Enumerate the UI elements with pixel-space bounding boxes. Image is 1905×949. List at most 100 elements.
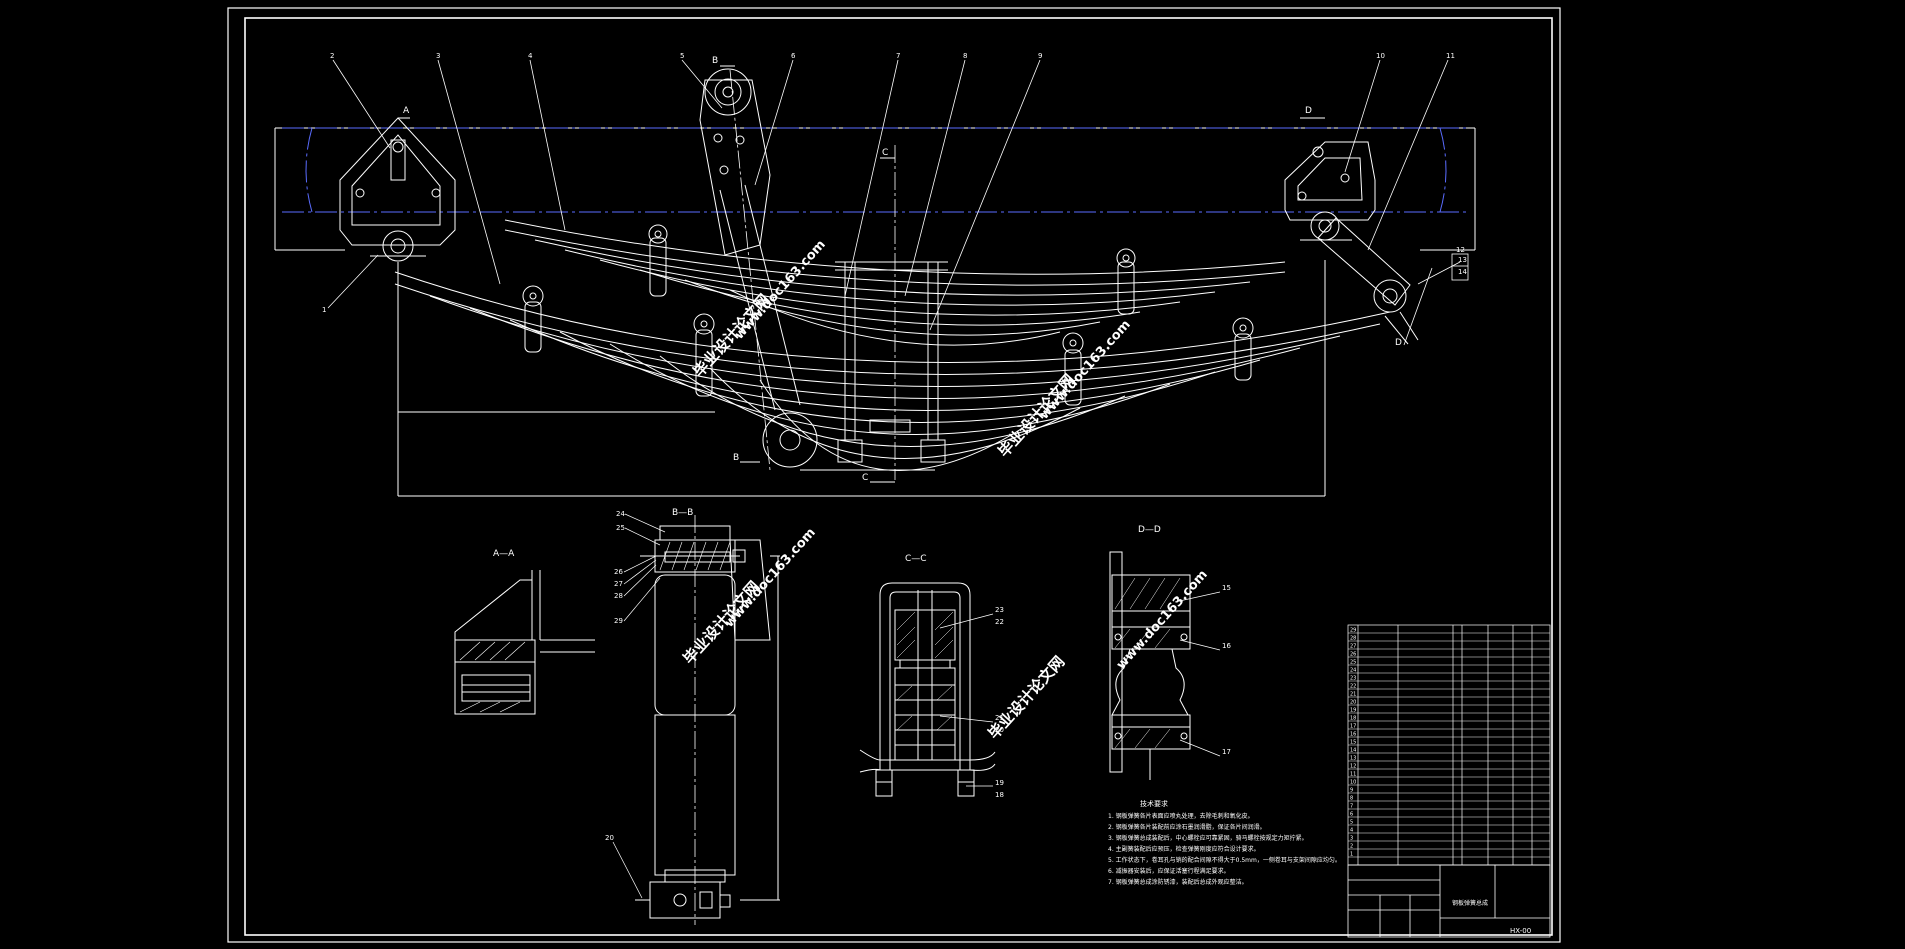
part-label-30: 20: [605, 834, 614, 842]
parts-list-item-number: 10: [1350, 780, 1356, 786]
part-label-10: 10: [1376, 52, 1385, 60]
part-label-18: 18: [995, 791, 1004, 799]
parts-list-item-number: 11: [1350, 772, 1356, 778]
parts-list-item-number: 19: [1350, 708, 1356, 714]
section-a-a-hatch: [459, 641, 526, 713]
parts-list-item-number: 1: [1350, 852, 1353, 858]
part-label-4: 4: [528, 52, 533, 60]
section-b-b-hatch: [659, 541, 731, 571]
part-label-29: 29: [614, 617, 623, 625]
parts-list-item-number: 25: [1350, 660, 1356, 666]
parts-list-item-number: 27: [1350, 644, 1356, 650]
section-title-dd: D—D: [1138, 525, 1161, 535]
part-label-8: 8: [963, 52, 967, 60]
section-marks: A B B C C D D: [403, 56, 1402, 483]
section-b-b-leaders: [612, 513, 666, 899]
parts-list-item-number: 14: [1350, 748, 1356, 754]
section-title-bb: B—B: [672, 508, 693, 518]
part-label-16: 16: [1222, 642, 1231, 650]
section-mark-c: C: [882, 148, 888, 158]
tech-req-item: 5. 工作状态下，卷耳孔与销的配合间隙不得大于0.5mm，一侧卷耳与支架间隙应均…: [1108, 856, 1341, 864]
section-d-d: [1109, 551, 1191, 780]
parts-list-item-number: 5: [1350, 820, 1353, 826]
part-label-24: 24: [616, 510, 625, 518]
watermark-cn: 毕业设计论文网: [985, 653, 1069, 743]
parts-list-item-number: 29: [1350, 628, 1356, 634]
parts-list-item-number: 21: [1350, 692, 1356, 698]
tech-req-item: 3. 钢板弹簧总成装配后，中心螺栓应可靠紧固，骑马螺栓按规定力矩拧紧。: [1108, 834, 1308, 842]
title-block-drawing-no: HX-00: [1510, 927, 1531, 935]
section-c-c-leaders: [939, 613, 994, 787]
parts-list-numbers: 2928272625242322212019181716151413121110…: [1350, 628, 1356, 858]
section-d-d-labels: 15 16 17: [1222, 584, 1231, 756]
part-label-6: 6: [791, 52, 796, 60]
part-label-21: 21: [995, 714, 1004, 722]
parts-list-item-number: 15: [1350, 740, 1356, 746]
watermark-url: www.doc163.com: [1114, 567, 1211, 672]
leaf-centerlines: [729, 69, 896, 480]
part-label-25: 25: [616, 524, 625, 532]
parts-list-item-number: 17: [1350, 724, 1356, 730]
part-label-7: 7: [896, 52, 900, 60]
tech-req-item: 6. 减振器安装后，应保证活塞行程满足要求。: [1108, 867, 1230, 875]
section-b-b: [635, 525, 780, 919]
section-d-d-hatch: [1114, 577, 1181, 749]
tech-req-item: 4. 主副簧装配后应预压，检查弹簧刚度应符合设计要求。: [1108, 845, 1260, 853]
section-c-c-hatch: [896, 611, 954, 731]
centerlines: [282, 127, 1468, 213]
parts-list-item-number: 22: [1350, 684, 1356, 690]
section-mark-d-bottom: D: [1395, 338, 1402, 348]
section-a-a: [454, 570, 595, 715]
part-label-22: 22: [995, 618, 1004, 626]
part-label-9: 9: [1038, 52, 1042, 60]
section-mark-d: D: [1305, 106, 1312, 116]
part-label-28: 28: [614, 592, 623, 600]
section-mark-b-top: B: [712, 56, 718, 66]
parts-list-item-number: 18: [1350, 716, 1356, 722]
part-label-3: 3: [436, 52, 440, 60]
front-hanger-bracket: [339, 117, 456, 262]
parts-list-item-number: 12: [1350, 764, 1356, 770]
parts-list-item-number: 16: [1350, 732, 1356, 738]
parts-list-item-number: 4: [1350, 828, 1353, 834]
section-c-c-labels: 23 22 21 20 19 18: [995, 606, 1004, 799]
parts-list-item-number: 3: [1350, 836, 1353, 842]
part-label-15: 15: [1222, 584, 1231, 592]
section-b-b-labels: 24 25 26 27 28 29 20: [605, 510, 625, 842]
part-label-17: 17: [1222, 748, 1231, 756]
parts-list-item-number: 24: [1350, 668, 1356, 674]
drawing-frame: [227, 7, 1561, 943]
part-label-20: 20: [995, 726, 1004, 734]
part-label-19: 19: [995, 779, 1004, 787]
parts-list-item-number: 26: [1350, 652, 1356, 658]
parts-list-item-number: 23: [1350, 676, 1356, 682]
part-label-1: 1: [322, 306, 326, 314]
part-label-stack: [1451, 253, 1469, 281]
parts-list-item-number: 8: [1350, 796, 1353, 802]
parts-list-item-number: 7: [1350, 804, 1353, 810]
parts-list-item-number: 28: [1350, 636, 1356, 642]
watermark-url: www.doc163.com: [722, 525, 819, 630]
part-label-14: 14: [1458, 268, 1467, 276]
spring-clips: [522, 224, 1254, 406]
tech-req-title: 技术要求: [1140, 799, 1168, 808]
main-elevation-view: [274, 68, 1476, 497]
section-mark-a: A: [403, 106, 410, 116]
section-c-c: [859, 582, 996, 797]
rear-shackle: [1317, 217, 1419, 345]
part-number-labels: 2 3 4 5 6 7 8 9 10 11 1 12 13 14: [322, 52, 1467, 314]
part-label-27: 27: [614, 580, 623, 588]
rear-hanger-bracket: [1284, 141, 1376, 241]
part-label-12: 12: [1456, 246, 1465, 254]
parts-list-item-number: 20: [1350, 700, 1356, 706]
section-mark-b-bottom: B: [733, 453, 739, 463]
section-title-cc: C—C: [905, 554, 927, 564]
tech-req-item: 1. 钢板弹簧各片表面应喷丸处理，去除毛刺和氧化皮。: [1108, 812, 1254, 820]
section-mark-c-bottom: C: [862, 473, 868, 483]
u-bolts: [835, 261, 948, 463]
section-d-d-leaders: [1174, 591, 1221, 757]
part-label-2: 2: [330, 52, 334, 60]
part-label-23: 23: [995, 606, 1004, 614]
parts-list-item-number: 9: [1350, 788, 1353, 794]
